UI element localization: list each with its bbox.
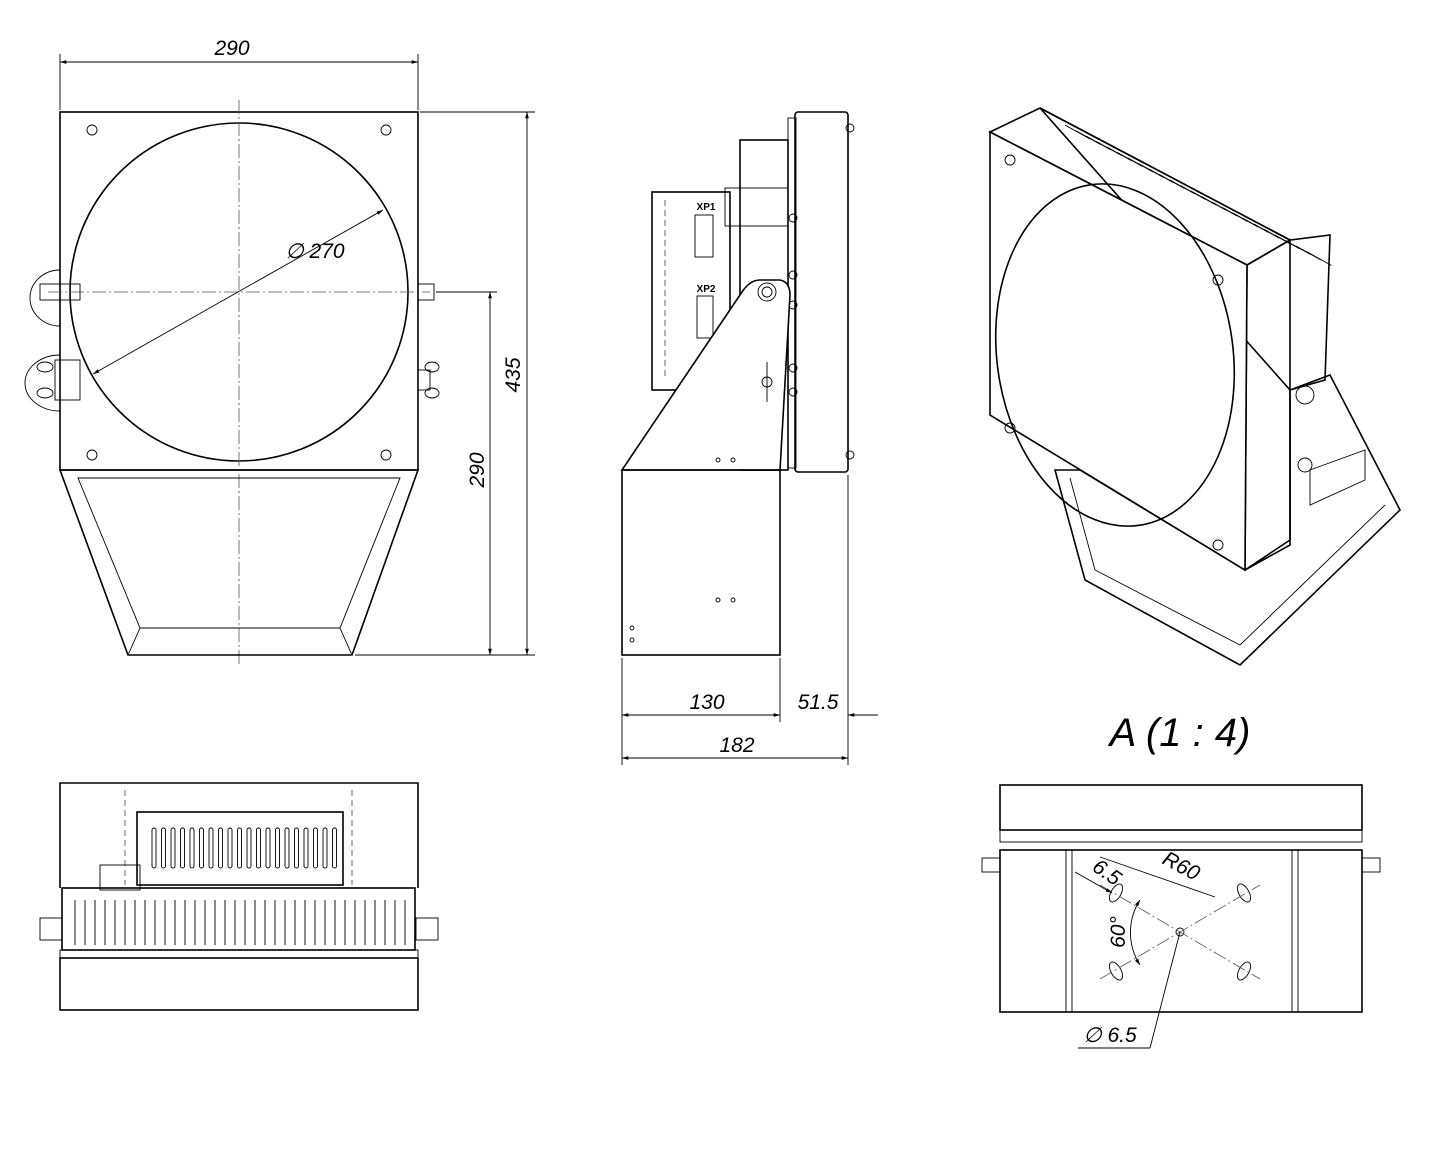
screw-icon [788,363,798,373]
connector-xp1 [694,214,714,258]
vent-slot [256,827,261,869]
screw-icon [788,270,798,280]
screw-icon [788,213,798,223]
hole-dim: ∅ 6.5 [1083,1024,1137,1047]
detail-view-a: 6.5 R60 60° ∅ 6.5 [981,784,1381,1049]
connector-xp1-label: XP1 [697,202,716,213]
top-down-view [39,782,439,1011]
vent-slot [218,827,223,869]
screw-icon [845,450,855,460]
angle-dim: 60° [1107,916,1130,948]
screw-icon [845,123,855,133]
vent-slot [170,827,176,869]
front-width-dim: 290 [213,37,249,60]
vent-slot [265,827,271,869]
front-view: 290 435 290 ∅ 270 [24,37,535,665]
depth-total-dim: 182 [719,734,754,757]
screw-icon [86,449,98,461]
side-view: XP1 XP2 130 51.5 182 [620,111,878,765]
diameter-dim: ∅ 270 [285,240,344,263]
screw-icon [788,300,798,310]
screw-icon [380,124,392,136]
vent-slot [294,827,299,869]
slot-width-dim: 6.5 [1088,855,1125,891]
vent-slot [303,827,309,869]
vent-slot [180,827,185,869]
wing-nut-left [24,269,81,412]
detail-view-title: A (1 : 4) [1108,711,1251,755]
vent-slot [246,827,252,869]
vent-slot [237,827,242,869]
connector-xp2-label: XP2 [697,284,716,295]
screw-icon [788,387,798,397]
vent-slot [275,827,280,869]
vent-slot [284,827,290,869]
vent-slot [322,827,328,869]
connector-xp2 [696,295,714,339]
wing-nut-right [417,283,440,399]
vent-slot [199,827,204,869]
screw-icon [380,449,392,461]
isometric-view [988,107,1401,666]
depth-dim-51-5: 51.5 [798,691,839,714]
nameplate [1309,449,1366,506]
vent-slot [208,827,214,869]
vent-slot [151,827,157,869]
screw-icon [86,124,98,136]
heatsink-fin [1306,251,1332,266]
mount-height-dim: 290 [466,452,489,488]
vent-slot [161,827,166,869]
vent-slot [227,827,233,869]
vent-slot [313,827,318,869]
vent-slot [189,827,195,869]
vent-slot [332,827,337,869]
front-height-dim: 435 [502,357,525,392]
depth-dim-130: 130 [689,691,724,714]
